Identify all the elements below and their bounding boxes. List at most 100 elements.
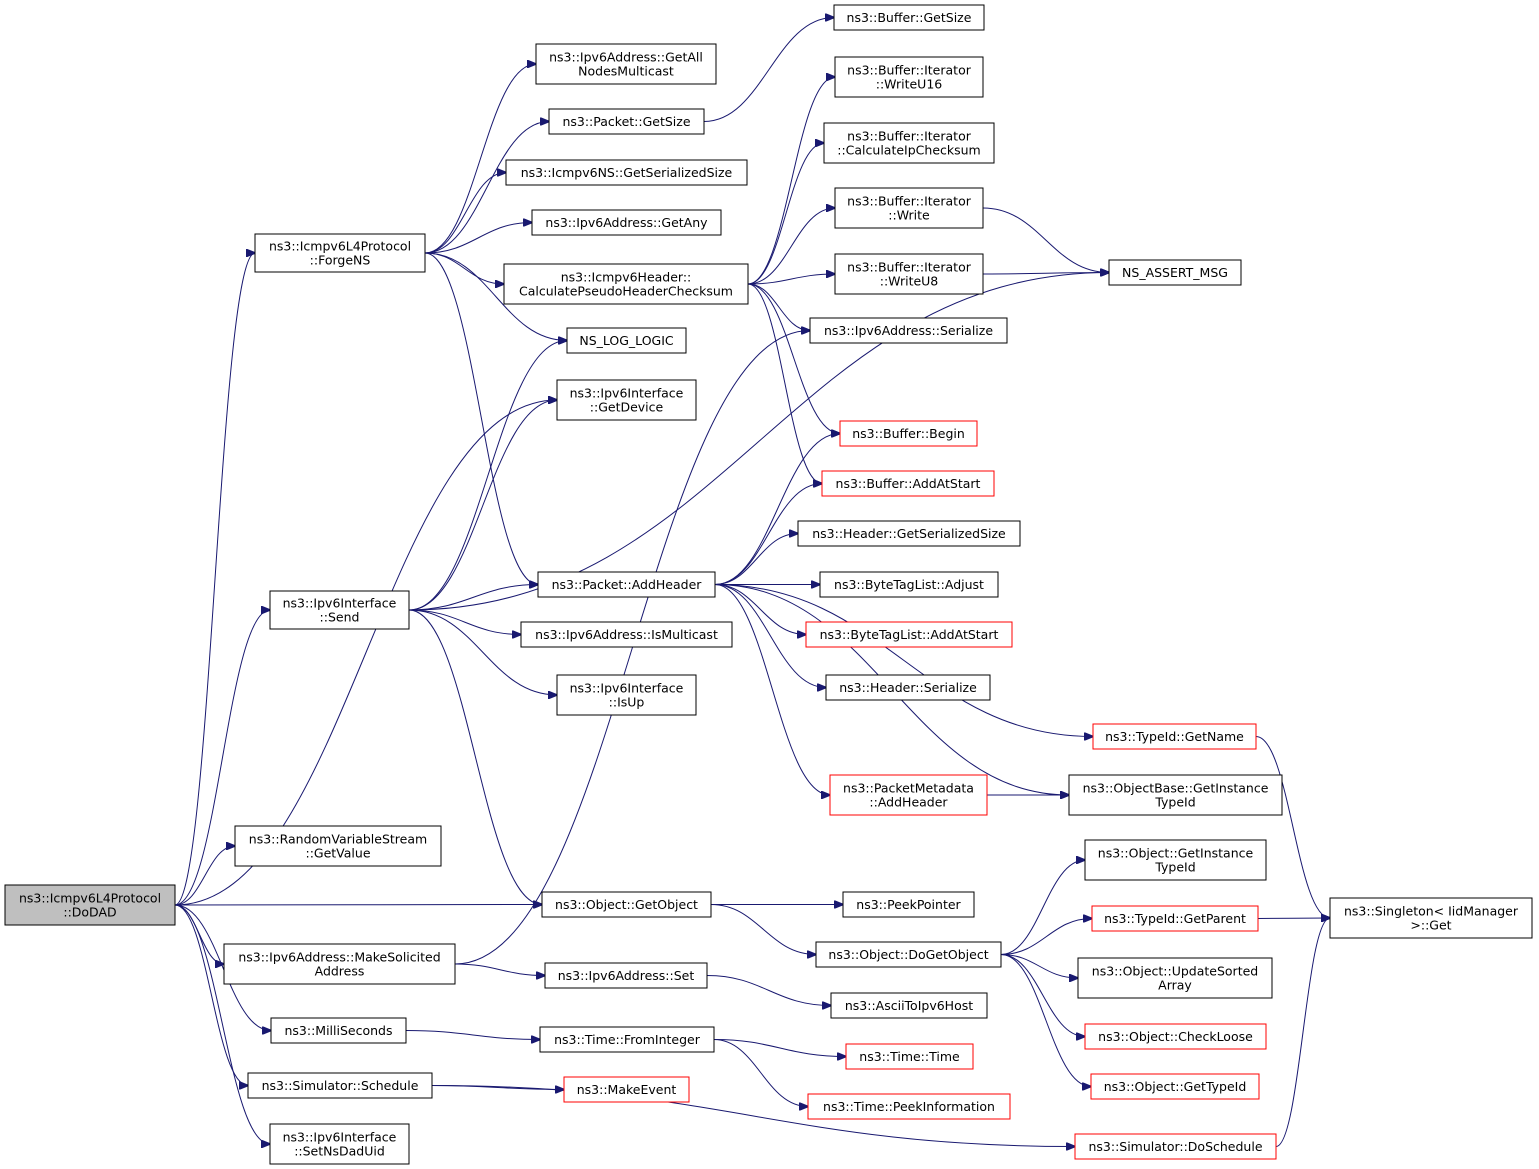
node-label: ns3::MakeEvent: [577, 1082, 677, 1097]
node-box: [839, 420, 978, 447]
node-box: [269, 1123, 410, 1165]
edge-dogetobject-to-typeidgetparent: [1000, 919, 1092, 955]
node-box: [1090, 1073, 1260, 1100]
node-box: [556, 674, 697, 716]
edge-dodad-to-setnsdad: [174, 904, 270, 1144]
node-box: [819, 571, 999, 598]
node-bufgetsize[interactable]: ns3::Buffer::GetSize: [833, 4, 985, 31]
edge-forgens-to-getany: [424, 223, 532, 254]
node-singleton[interactable]: ns3::Singleton< IidManager>::Get: [1329, 897, 1533, 939]
node-box: [556, 379, 697, 421]
node-label: NS_LOG_LOGIC: [579, 333, 674, 348]
node-label: Address: [315, 964, 365, 979]
node-forgens[interactable]: ns3::Icmpv6L4Protocol::ForgeNS: [254, 233, 426, 273]
node-label: ::WriteU8: [880, 274, 939, 289]
node-hdrgetser[interactable]: ns3::Header::GetSerializedSize: [797, 520, 1021, 547]
node-label: ns3::Ipv6Interface: [283, 1130, 397, 1145]
edge-dodad-to-ifsend: [174, 610, 270, 906]
node-makeevent[interactable]: ns3::MakeEvent: [563, 1076, 690, 1103]
node-getdevice[interactable]: ns3::Ipv6Interface::GetDevice: [556, 379, 697, 421]
edge-dodad-to-milli: [174, 904, 271, 1031]
node-pktgetsize[interactable]: ns3::Packet::GetSize: [548, 108, 705, 135]
node-label: TypeId: [1154, 795, 1195, 810]
node-label: ns3::AsciiToIpv6Host: [845, 998, 973, 1013]
node-isup[interactable]: ns3::Ipv6Interface::IsUp: [556, 674, 697, 716]
node-box: [520, 621, 733, 648]
node-ipserialize[interactable]: ns3::Ipv6Address::Serialize: [809, 317, 1008, 344]
node-writeu8[interactable]: ns3::Buffer::Iterator::WriteU8: [834, 253, 984, 295]
node-nsgetser[interactable]: ns3::Icmpv6NS::GetSerializedSize: [505, 159, 748, 186]
node-box: [823, 122, 995, 164]
node-box: [834, 187, 984, 229]
node-addatstart[interactable]: ns3::Buffer::AddAtStart: [821, 470, 995, 497]
node-label: ns3::Icmpv6NS::GetSerializedSize: [521, 165, 733, 180]
node-bufbegin[interactable]: ns3::Buffer::Begin: [839, 420, 978, 447]
node-label: ns3::PeekPointer: [856, 897, 961, 912]
node-label: ns3::Object::GetInstance: [1098, 846, 1254, 861]
node-nslog[interactable]: NS_LOG_LOGIC: [566, 327, 687, 354]
edge-addheader-to-addatstart: [714, 484, 822, 585]
node-milli[interactable]: ns3::MilliSeconds: [270, 1017, 407, 1044]
node-box: [797, 520, 1021, 547]
node-ipset[interactable]: ns3::Ipv6Address::Set: [544, 962, 708, 989]
node-writeu16[interactable]: ns3::Buffer::Iterator::WriteU16: [834, 56, 984, 98]
node-btladdatstart[interactable]: ns3::ByteTagList::AddAtStart: [805, 621, 1013, 648]
node-frominteger[interactable]: ns3::Time::FromInteger: [539, 1026, 715, 1053]
node-getobject[interactable]: ns3::Object::GetObject: [541, 891, 712, 918]
edge-ipset-to-asciito: [706, 975, 831, 1006]
edge-write-to-nsassert: [982, 207, 1109, 273]
node-label: ::Send: [320, 610, 360, 625]
node-label: ::CalculateIpChecksum: [837, 143, 981, 158]
node-btladjust[interactable]: ns3::ByteTagList::Adjust: [819, 571, 999, 598]
node-label: ::ForgeNS: [310, 253, 371, 268]
node-asciito[interactable]: ns3::AsciiToIpv6Host: [830, 992, 988, 1019]
node-label: ns3::Object::GetObject: [555, 897, 698, 912]
node-label: ns3::Buffer::Iterator: [847, 194, 972, 209]
node-addheader[interactable]: ns3::Packet::AddHeader: [537, 571, 716, 598]
node-calcpseudo[interactable]: ns3::Icmpv6Header::CalculatePseudoHeader…: [503, 263, 749, 305]
node-dodad[interactable]: ns3::Icmpv6L4Protocol::DoDAD: [4, 884, 176, 926]
node-timetime[interactable]: ns3::Time::Time: [845, 1043, 974, 1070]
edge-doschedule-to-singleton: [1275, 918, 1330, 1147]
node-typeidgetparent[interactable]: ns3::TypeId::GetParent: [1091, 905, 1259, 932]
node-typeidgetname[interactable]: ns3::TypeId::GetName: [1092, 723, 1257, 750]
node-dogetobject[interactable]: ns3::Object::DoGetObject: [815, 941, 1002, 968]
node-label: NodesMulticast: [578, 64, 674, 79]
edge-pktgetsize-to-bufgetsize: [703, 18, 834, 122]
node-rvs[interactable]: ns3::RandomVariableStream::GetValue: [234, 825, 442, 867]
node-nsassert[interactable]: NS_ASSERT_MSG: [1108, 259, 1242, 286]
node-ifsend[interactable]: ns3::Ipv6Interface::Send: [269, 590, 410, 630]
node-getany[interactable]: ns3::Ipv6Address::GetAny: [531, 209, 722, 236]
node-box: [829, 774, 988, 816]
edge-addheader-to-hdrserialize: [714, 584, 826, 688]
node-doschedule[interactable]: ns3::Simulator::DoSchedule: [1074, 1133, 1277, 1160]
node-peekpointer[interactable]: ns3::PeekPointer: [842, 891, 975, 918]
node-box: [503, 263, 749, 305]
node-schedule[interactable]: ns3::Simulator::Schedule: [247, 1072, 433, 1099]
node-box: [535, 43, 717, 85]
node-label: ns3::ObjectBase::GetInstance: [1083, 781, 1269, 796]
node-hdrserialize[interactable]: ns3::Header::Serialize: [825, 674, 991, 701]
node-gettypeid[interactable]: ns3::Object::GetTypeId: [1090, 1073, 1260, 1100]
node-label: ::Write: [888, 208, 930, 223]
node-layer: ns3::Icmpv6L4Protocol::DoDAD ns3::Icmpv6L…: [4, 4, 1533, 1165]
node-checkloose[interactable]: ns3::Object::CheckLoose: [1084, 1023, 1267, 1050]
node-ismulticast[interactable]: ns3::Ipv6Address::IsMulticast: [520, 621, 733, 648]
node-peekinfo[interactable]: ns3::Time::PeekInformation: [807, 1093, 1011, 1120]
node-label: ns3::Icmpv6L4Protocol: [269, 239, 411, 254]
node-pmaddheader[interactable]: ns3::PacketMetadata::AddHeader: [829, 774, 988, 816]
node-write[interactable]: ns3::Buffer::Iterator::Write: [834, 187, 984, 229]
node-box: [537, 571, 716, 598]
node-box: [1092, 723, 1257, 750]
edge-ifsend-to-ismulticast: [408, 609, 521, 635]
node-setnsdad[interactable]: ns3::Ipv6Interface::SetNsDadUid: [269, 1123, 410, 1165]
node-box: [845, 1043, 974, 1070]
node-box: [809, 317, 1008, 344]
node-calcip[interactable]: ns3::Buffer::Iterator::CalculateIpChecks…: [823, 122, 995, 164]
